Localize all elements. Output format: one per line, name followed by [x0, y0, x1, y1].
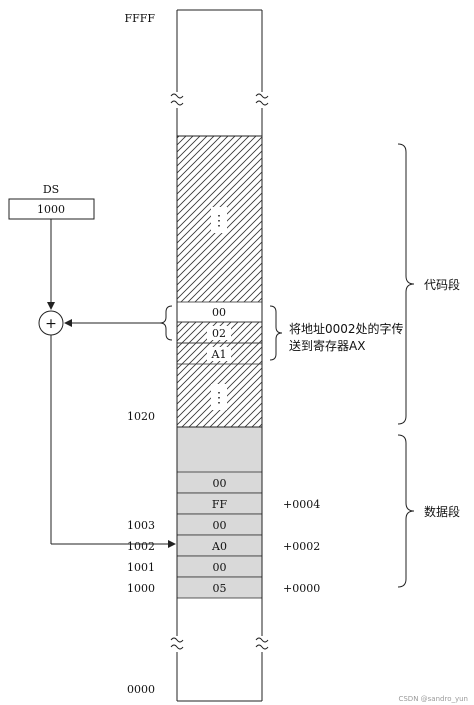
break-symbol-bottom-left: [170, 637, 184, 650]
data-cell-value: 00: [213, 519, 227, 532]
data-cell-address: 1001: [127, 561, 155, 574]
data-cell-value: A0: [211, 540, 227, 553]
address-1020: 1020: [127, 410, 155, 423]
code-byte-3: A1: [211, 348, 227, 361]
instruction-left-brace: [159, 305, 173, 341]
data-cell-value: 00: [213, 477, 227, 490]
address-0000: 0000: [127, 683, 155, 696]
data-cell-address: 1003: [127, 519, 155, 532]
adder-plus-icon: +: [45, 316, 57, 332]
data-segment-label: 数据段: [424, 504, 460, 519]
instruction-note-line2: 送到寄存器AX: [289, 338, 365, 353]
code-ellipsis-lower: ⋮: [212, 390, 226, 406]
data-cell-offset: +0002: [283, 540, 320, 553]
code-segment-label: 代码段: [424, 277, 460, 292]
data-cell-value: 05: [213, 582, 227, 595]
code-ellipsis-upper: ⋮: [212, 213, 226, 229]
code-byte-2: 02: [212, 327, 226, 340]
data-cells: 00FF+0004001003A01002+0002001001051000+0…: [127, 477, 320, 595]
data-segment-brace: [397, 434, 415, 588]
ds-register-label: DS: [43, 183, 59, 196]
data-cell-value: 00: [213, 561, 227, 574]
break-symbol-top-right: [255, 93, 269, 106]
break-symbol-top-left: [170, 93, 184, 106]
data-cell-offset: +0004: [283, 498, 320, 511]
data-cell-offset: +0000: [283, 582, 320, 595]
code-segment-brace: [397, 143, 415, 425]
data-cell-value: FF: [212, 498, 228, 511]
instruction-note-line1: 将地址0002处的字传: [289, 321, 404, 336]
break-symbol-bottom-right: [255, 637, 269, 650]
code-byte-1: 00: [212, 306, 226, 319]
ds-register-value: 1000: [37, 203, 65, 216]
watermark: CSDN @sandro_yun: [398, 695, 468, 703]
instruction-right-brace: [269, 305, 283, 361]
data-cell-address: 1002: [127, 540, 155, 553]
data-cell-address: 1000: [127, 582, 155, 595]
address-ffff: FFFF: [124, 12, 155, 25]
